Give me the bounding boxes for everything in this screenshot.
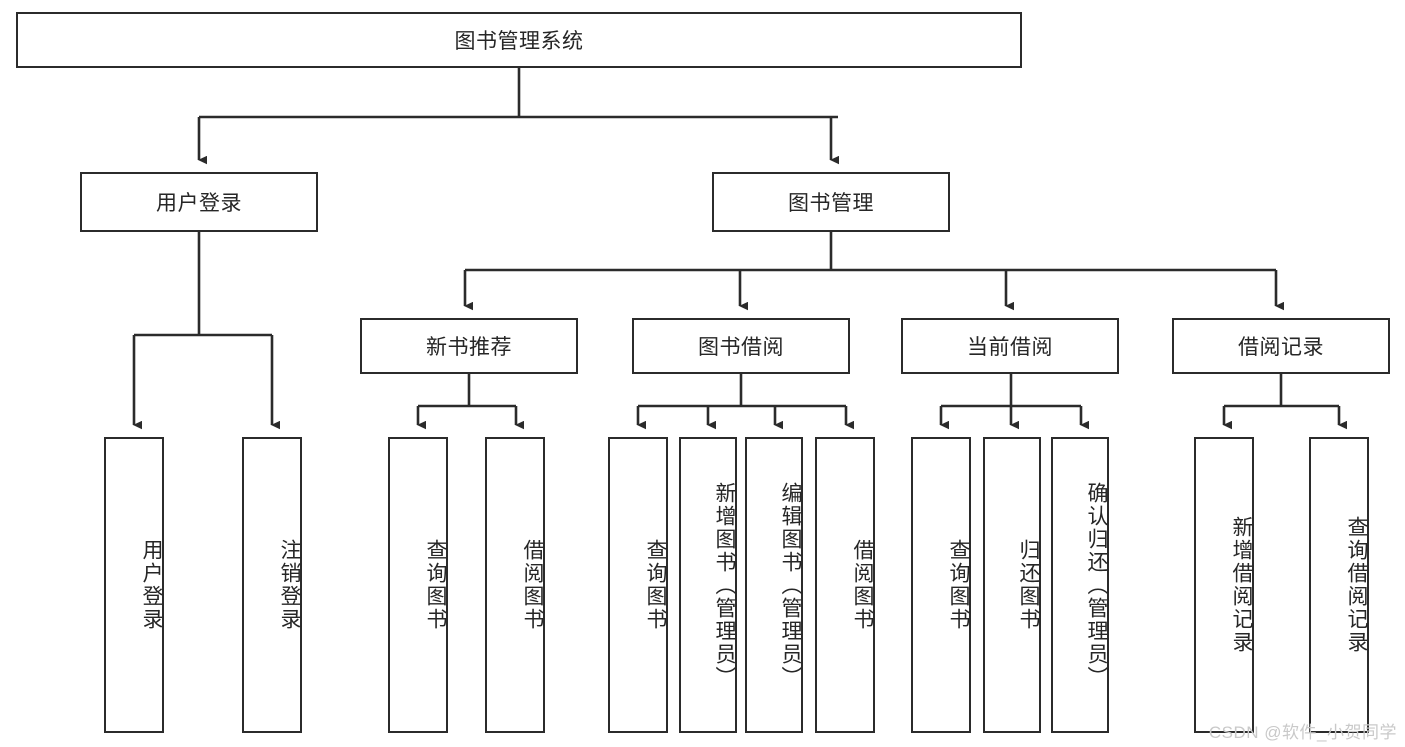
node-root-label: 图书管理系统 xyxy=(454,30,584,53)
leaf-borrow-book-2[interactable]: 借阅图书 xyxy=(815,437,875,733)
node-current-borrow-label: 当前借阅 xyxy=(967,336,1053,359)
leaf-query-book-3-label: 查询图书 xyxy=(947,539,970,631)
node-new-book-recommend[interactable]: 新书推荐 xyxy=(360,318,578,374)
leaf-query-borrow-record[interactable]: 查询借阅记录 xyxy=(1309,437,1369,733)
leaf-query-book-2-label: 查询图书 xyxy=(644,539,667,631)
node-book-management-label: 图书管理 xyxy=(788,192,874,215)
node-borrow-records-label: 借阅记录 xyxy=(1238,336,1324,359)
leaf-user-logout-label: 注销登录 xyxy=(278,539,301,631)
node-root[interactable]: 图书管理系统 xyxy=(16,12,1022,68)
leaf-borrow-book-2-label: 借阅图书 xyxy=(851,539,874,631)
leaf-user-logout[interactable]: 注销登录 xyxy=(242,437,302,733)
node-book-borrow-label: 图书借阅 xyxy=(698,336,784,359)
leaf-query-book-1-label: 查询图书 xyxy=(424,539,447,631)
leaf-edit-book-admin[interactable]: 编辑图书（管理员） xyxy=(745,437,803,733)
leaf-edit-book-admin-label: 编辑图书（管理员） xyxy=(779,481,802,689)
leaf-add-book-admin-label: 新增图书（管理员） xyxy=(713,481,736,689)
node-borrow-records[interactable]: 借阅记录 xyxy=(1172,318,1390,374)
leaf-query-book-3[interactable]: 查询图书 xyxy=(911,437,971,733)
csdn-watermark: CSDN @软件_小贺同学 xyxy=(1208,723,1397,742)
leaf-query-book-2[interactable]: 查询图书 xyxy=(608,437,668,733)
leaf-add-borrow-record[interactable]: 新增借阅记录 xyxy=(1194,437,1254,733)
leaf-borrow-book-1-label: 借阅图书 xyxy=(521,539,544,631)
leaf-add-book-admin[interactable]: 新增图书（管理员） xyxy=(679,437,737,733)
leaf-add-borrow-record-label: 新增借阅记录 xyxy=(1230,516,1253,654)
leaf-user-login-label: 用户登录 xyxy=(140,539,163,631)
node-book-management[interactable]: 图书管理 xyxy=(712,172,950,232)
leaf-return-book-label: 归还图书 xyxy=(1017,539,1040,631)
leaf-borrow-book-1[interactable]: 借阅图书 xyxy=(485,437,545,733)
node-user-login-label: 用户登录 xyxy=(156,192,242,215)
leaf-query-book-1[interactable]: 查询图书 xyxy=(388,437,448,733)
node-new-book-recommend-label: 新书推荐 xyxy=(426,336,512,359)
node-current-borrow[interactable]: 当前借阅 xyxy=(901,318,1119,374)
leaf-return-book[interactable]: 归还图书 xyxy=(983,437,1041,733)
node-user-login[interactable]: 用户登录 xyxy=(80,172,318,232)
leaf-confirm-return-admin-label: 确认归还（管理员） xyxy=(1085,481,1108,689)
leaf-confirm-return-admin[interactable]: 确认归还（管理员） xyxy=(1051,437,1109,733)
leaf-query-borrow-record-label: 查询借阅记录 xyxy=(1345,516,1368,654)
leaf-user-login[interactable]: 用户登录 xyxy=(104,437,164,733)
node-book-borrow[interactable]: 图书借阅 xyxy=(632,318,850,374)
